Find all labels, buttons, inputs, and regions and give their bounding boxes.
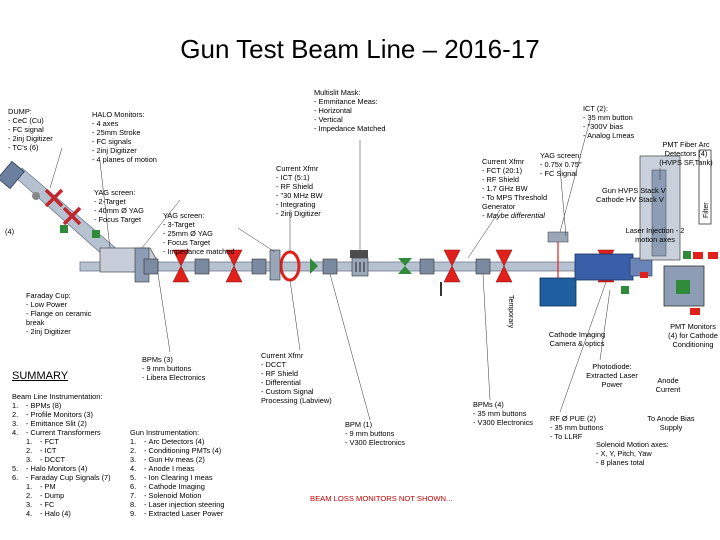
multislit-mask-label: Multislit Mask: Emmitance Meas:Horizonta…: [314, 88, 409, 133]
list-item: 5.Halo Monitors (4): [12, 464, 127, 473]
summary-heading: SUMMARY: [12, 370, 69, 382]
list-item: 1.FCT: [12, 437, 127, 446]
to-anode-label: To Anode Bias Supply: [647, 414, 695, 432]
current-xfmr-3-label: Current Xfmr DCCTRF ShieldDifferentialCu…: [261, 351, 343, 405]
list-item: 1.PM: [12, 482, 127, 491]
laser-injection-box: [539, 277, 577, 307]
yag-screen-3-label: YAG screen: 0.75x 0.75"FC Signal: [540, 151, 610, 178]
list-item: 3.Gun Hv meas (2): [130, 455, 250, 464]
cathode-hv-label: Cathode HV Stack V: [596, 195, 664, 204]
list-item: 4.Current Transformers: [12, 428, 127, 437]
list-item: 3.DCCT: [12, 455, 127, 464]
anode-current-label: Anode Current: [655, 376, 681, 394]
bpms3-label: BPMs (3) 9 mm buttonsLibera Electronics: [142, 355, 222, 382]
list-item: 2.Dump: [12, 491, 127, 500]
list-item: 2.Profile Monitors (3): [12, 410, 127, 419]
yag-screen-2-label: YAG screen: 3-Target25mm Ø YAGFocus Targ…: [163, 211, 248, 256]
photodiode-label: Photodiode: Extracted Laser Power: [586, 362, 638, 389]
pmt-fiber-label: PMT Fiber Arc Detectors (4) (HVPS SF,Tan…: [659, 140, 713, 167]
filter-label: Filter: [703, 202, 710, 218]
halo-device-icon: [60, 225, 68, 233]
list-item: 6.Faraday Cup Signals (7): [12, 473, 127, 482]
list-item: 2.ICT: [12, 446, 127, 455]
bpms4-label: BPMs (4) 35 mm buttonsV300 Electronics: [473, 400, 553, 427]
pmt-monitors-label: PMT Monitors (4) for Cathode Conditionin…: [668, 322, 718, 349]
list-item: 1.BPMs (8): [12, 401, 127, 410]
filter-box: [698, 149, 712, 225]
current-xfmr-2-label: Current Xfmr FCT (20:1)RF Shield1.7 GHz …: [482, 157, 554, 220]
ict2-label: ICT (2): 35 mm button"300V biasAnalog Lm…: [583, 104, 653, 140]
faraday-cup-label: Faraday Cup: Low PowerFlange on ceramic …: [26, 291, 96, 336]
list-item: 4.Halo (4): [12, 509, 127, 518]
gun-tank: [574, 253, 634, 281]
list-item: 9.Extracted Laser Power: [130, 509, 250, 518]
gun-hvps-label: Gun HVPS Stack V: [602, 186, 666, 195]
beamline-instrumentation-list: Beam Line Instrumentation: 1.BPMs (8)2.P…: [12, 392, 127, 518]
dump-block: [0, 160, 25, 190]
current-xfmr-1-label: Current Xfmr ICT (5:1)RF Shield"30 MHz B…: [276, 164, 346, 218]
halo-monitors-label: HALO Monitors: 4 axes25mm StrokeFC signa…: [92, 110, 182, 164]
laser-injection-label: Laser Injection - 2 motion axes: [625, 226, 685, 244]
list-item: 8.Laser injection steering: [130, 500, 250, 509]
page-title: Gun Test Beam Line – 2016-17: [180, 34, 540, 64]
yag-screen-1-label: YAG screen: 2-Target40mm Ø YAGFocus Targ…: [94, 188, 164, 224]
list-item: 5.Ion Clearing I meas: [130, 473, 250, 482]
halo-monitor-icon: [44, 188, 82, 226]
list-item: 7.Solenoid Motion: [130, 491, 250, 500]
cathode-imaging-label: Cathode Imaging Camera & optics: [548, 330, 606, 348]
dump-label: DUMP: CeC (Cu)FC signal2inj DigitizerTC'…: [8, 107, 68, 152]
bpm1-label: BPM (1) 9 mm buttonsV300 Electronics: [345, 420, 425, 447]
rf-pue-label: RF Ø PUE (2) 35 mm buttonsTo LLRF: [550, 414, 620, 441]
temporary-label: Temporary: [507, 295, 514, 329]
list-item: 1.Arc Detectors (4): [130, 437, 250, 446]
list-item: 3.Emittance Slit (2): [12, 419, 127, 428]
list-item: 2.Conditioning PMTs (4): [130, 446, 250, 455]
beam-loss-note: BEAM LOSS MONITORS NOT SHOWN...: [310, 494, 453, 503]
yag-screen-2: [269, 249, 281, 281]
solenoid-motion-label: Solenoid Motion axes: X, Y, Pitch, Yaw8 …: [596, 440, 696, 467]
marker-4-label: (4): [5, 227, 15, 236]
list-item: 4.Anode I meas: [130, 464, 250, 473]
list-item: 3.FC: [12, 500, 127, 509]
list-item: 6.Cathode Imaging: [130, 482, 250, 491]
valve-icon: [310, 258, 412, 274]
gun-instrumentation-list: Gun Instrumentation: 1.Arc Detectors (4)…: [130, 428, 250, 518]
